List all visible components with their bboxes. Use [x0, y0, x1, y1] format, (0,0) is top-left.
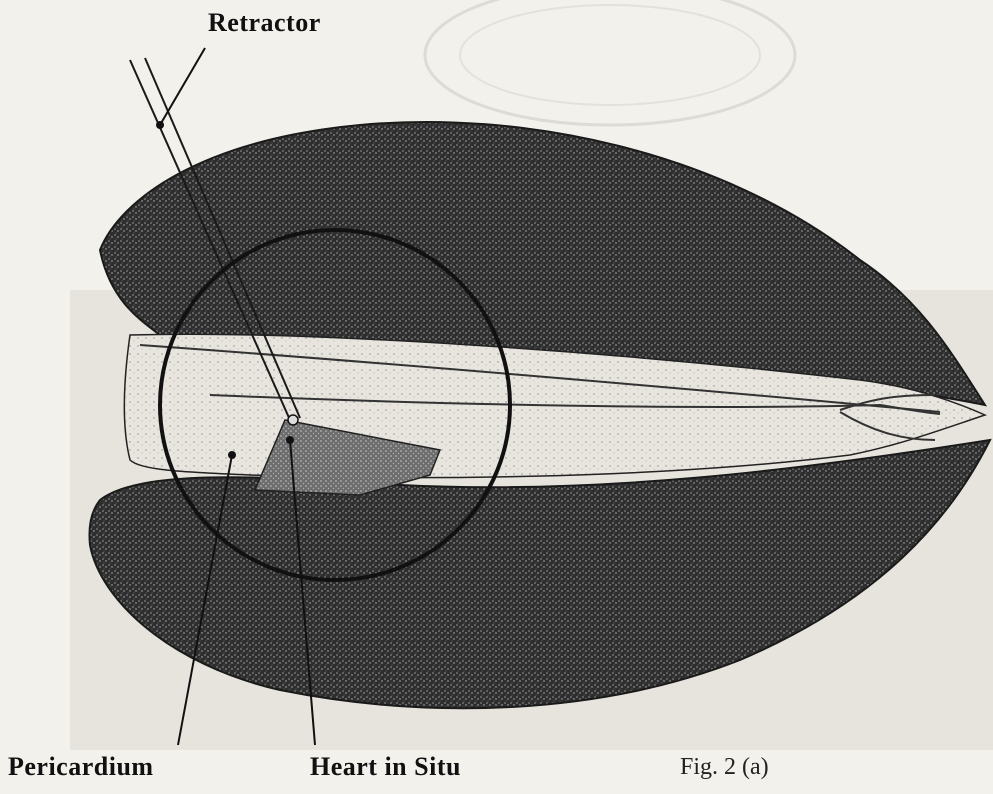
pericardium-leader-dot [228, 451, 236, 459]
heart-label: Heart in Situ [310, 752, 461, 782]
retractor-label: Retractor [208, 8, 321, 38]
heart-leader-dot [286, 436, 294, 444]
retractor-leader-dot [156, 121, 164, 129]
retractor-leader-line [160, 48, 205, 125]
background-stamp [425, 0, 795, 125]
pericardium-label: Pericardium [8, 752, 154, 782]
figure-caption: Fig. 2 (a) [680, 754, 769, 781]
